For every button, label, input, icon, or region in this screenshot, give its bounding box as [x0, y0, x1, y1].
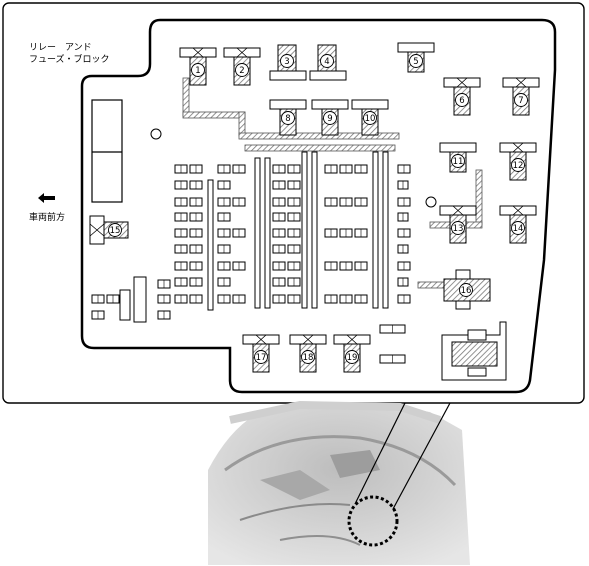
relay-14: 14 — [499, 205, 537, 244]
fuse-large — [119, 289, 131, 321]
relay-number: 3 — [284, 57, 289, 67]
relay-number: 17 — [256, 353, 267, 363]
relay-number: 1 — [195, 66, 200, 76]
relay-18: 18 — [289, 334, 327, 373]
relay-number-circle — [514, 93, 528, 107]
relay-number: 16 — [461, 286, 472, 296]
relay-number: 10 — [365, 114, 376, 124]
relay-number: 6 — [459, 96, 464, 106]
relay-number-circle — [511, 221, 525, 235]
relay-number-circle — [511, 158, 525, 172]
relay-number-circle — [455, 93, 469, 107]
relay-number-circle — [451, 221, 465, 235]
relay-7: 7 — [502, 77, 540, 116]
relay-1: 1 — [179, 47, 217, 86]
relay-number-circle — [409, 54, 423, 68]
relay-3: 3 — [269, 44, 307, 81]
relay-number: 13 — [453, 224, 464, 234]
title-line1: リレー アンド — [29, 43, 92, 53]
fuse-large — [133, 276, 147, 323]
mount-hole — [150, 128, 162, 140]
relay-number-circle — [323, 111, 337, 125]
relay-number: 14 — [513, 224, 524, 234]
relay-number: 12 — [513, 161, 524, 171]
relay-number: 7 — [518, 96, 523, 106]
relay-number-circle — [451, 154, 465, 168]
relay-number: 18 — [303, 353, 314, 363]
front-arrow-icon — [38, 193, 55, 203]
relay-number-circle — [254, 350, 268, 364]
relay-number: 8 — [285, 114, 290, 124]
relay-6: 6 — [443, 77, 481, 116]
relay-number: 5 — [413, 57, 418, 67]
mount-hole — [425, 196, 437, 208]
bus-bars — [207, 151, 389, 311]
relay-group: 1234567891011121314151617181920 — [89, 42, 540, 373]
relay-number: 19 — [347, 353, 358, 363]
relay-number-circle — [363, 111, 377, 125]
relay-cluster-20 — [441, 321, 507, 381]
relay-number-circle — [459, 283, 473, 297]
relay-11: 11 — [439, 142, 477, 173]
relay-8: 8 — [269, 99, 307, 136]
relay-number: 15 — [110, 226, 121, 236]
large-relay-box — [91, 99, 123, 203]
relay-2: 2 — [223, 47, 261, 86]
relay-15: 15 — [89, 215, 129, 245]
relay-number-circle — [320, 54, 334, 68]
title-line2: フューズ・ブロック — [29, 53, 110, 65]
relay-number-circle — [191, 63, 205, 77]
relay-number-circle — [235, 63, 249, 77]
relay-4: 4 — [309, 44, 347, 81]
relay-number: 2 — [239, 66, 244, 76]
relay-12: 12 — [499, 142, 537, 181]
relay-number-circle — [345, 350, 359, 364]
relay-10: 10 — [351, 99, 389, 136]
front-label: 車両前方 — [29, 211, 65, 223]
car-photo — [208, 400, 470, 565]
relay-number: 9 — [327, 114, 332, 124]
relay-number-circle — [108, 223, 122, 237]
relay-5: 5 — [397, 42, 435, 73]
wiring-paths — [182, 77, 483, 289]
relay-number-circle — [301, 350, 315, 364]
relay-number-circle — [280, 54, 294, 68]
relay-13: 13 — [439, 205, 477, 244]
relay-9: 9 — [311, 99, 349, 136]
fuse-box-location-marker — [347, 495, 399, 547]
relay-number: 4 — [324, 57, 329, 67]
relay-17: 17 — [242, 334, 280, 373]
relay-19: 19 — [333, 334, 371, 373]
relay-number-circle — [281, 111, 295, 125]
fuse-grid — [91, 164, 411, 364]
relay-number: 11 — [453, 157, 464, 167]
relay-16: 16 — [443, 269, 491, 310]
